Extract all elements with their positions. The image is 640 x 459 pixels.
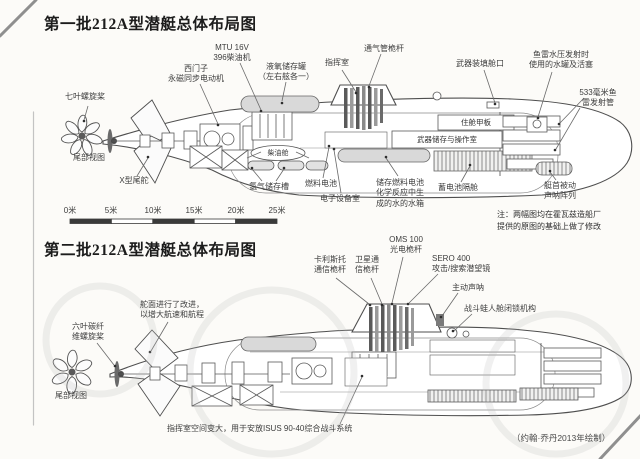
label-torpedo-tubes: 533毫米鱼 雷发射管 (579, 88, 617, 108)
label-stern-view-2: 尾部视图 (55, 391, 87, 400)
scale-tick-15m: 15米 (185, 206, 203, 215)
label-isus-command-room: 指挥室空间变大，用于安放ISUS 90-40综合战斗系统 (167, 424, 353, 433)
label-six-blade-propeller: 六叶碳纤 维螺旋桨 (72, 322, 104, 342)
label-rudder-improved: 舵面进行了改进， 以增大航速和航程 (140, 300, 204, 320)
label-weapons-hatch: 武器装填舱口 (456, 59, 504, 68)
label-accommodation-deck: 住舱甲板 (461, 118, 491, 127)
label-seven-blade-propeller: 七叶螺旋桨 (65, 92, 105, 101)
sub2-leader-lines (96, 256, 473, 425)
label-command-room: 指挥室 (325, 58, 349, 67)
label-hydrogen-storage: 氢气储存槽 (249, 182, 289, 191)
label-bow-sonar: 艇首被动 声呐阵列 (544, 181, 576, 201)
seven-blade-propeller-icon (60, 114, 104, 158)
label-snorkel-mast: 通气管桅杆 (364, 44, 404, 53)
section1-title: 第一批212A型潜艇总体布局图 (44, 16, 257, 33)
watermark-rings (42, 282, 630, 458)
sub2-machinery (114, 304, 602, 407)
scale-tick-20m: 20米 (227, 206, 245, 215)
label-frogman-lock: 战斗蛙人舱闭锁机构 (464, 304, 536, 313)
label-lox-tank: 液氧储存罐 （左右舷各一） (258, 62, 314, 82)
sub1-leader-lines (82, 53, 585, 194)
label-battery-compartment: 蓄电池隔舱 (438, 183, 478, 192)
label-weapons-room: 武器储存与操作室 (417, 135, 477, 144)
shipyard-note: 注：两幅图均在霍瓦兹造船厂 提供的原图的基础上做了修改 (497, 210, 601, 232)
sub1-drawing (60, 53, 633, 224)
label-fuel-cell: 燃料电池 (305, 179, 337, 188)
label-stern-view-1: 尾部视图 (73, 153, 105, 162)
six-blade-propeller-icon (50, 349, 94, 395)
sub1-machinery (107, 86, 573, 176)
label-diesel-tank: 柴油舱 (267, 150, 289, 157)
label-x-rudder: X型尾舵 (119, 176, 149, 185)
section2-title: 第二批212A型潜艇总体布局图 (44, 242, 257, 259)
label-mtu-diesel: MTU 16V 396柴油机 (213, 43, 251, 63)
label-oms-mast: OMS 100 光电桅杆 (389, 235, 423, 255)
sub2-drawing (42, 256, 632, 458)
label-callisto-mast: 卡利斯托 通信桅杆 (314, 255, 346, 275)
scale-tick-25m: 25米 (268, 206, 286, 215)
label-electronics-room: 电子设备室 (320, 194, 360, 203)
label-reaction-water-tank: 储存燃料电池 化学反应中生 成的水的水箱 (376, 178, 424, 208)
scale-tick-10m: 10米 (144, 206, 162, 215)
label-torpedo-water-tank: 鱼雷水压发射时 使用的水罐及活塞 (529, 50, 593, 70)
label-sero-periscope: SERO 400 攻击/搜索潜望镜 (432, 254, 491, 274)
scale-tick-0m: 0米 (63, 206, 77, 215)
label-active-sonar: 主动声呐 (452, 283, 484, 292)
scale-tick-5m: 5米 (104, 206, 118, 215)
label-satcom-mast: 卫星通 信桅杆 (355, 255, 379, 275)
scale-bar (69, 218, 278, 224)
artist-credit: （约翰·乔丹2013年绘制） (512, 433, 611, 443)
label-siemens-motor: 西门子 永磁同步电动机 (168, 64, 224, 84)
